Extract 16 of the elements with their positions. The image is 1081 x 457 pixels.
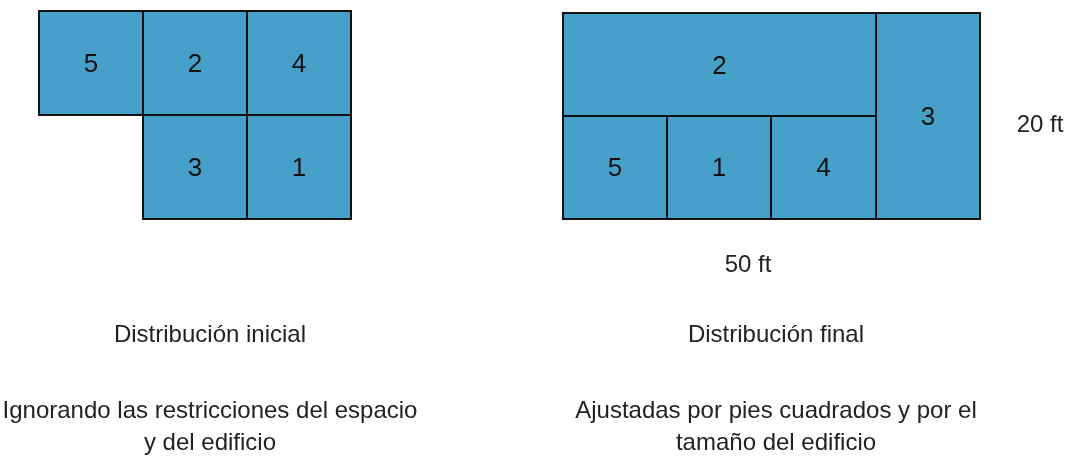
layout-description: Ignorando las restricciones del espacio y del edificio <box>1 395 419 457</box>
layout-caption: Distribución final <box>686 319 866 349</box>
layout-description: Ajustadas por pies cuadrados y por el tamaño del edificio <box>574 395 978 457</box>
layout-caption: Distribución inicial <box>112 319 308 349</box>
dimension-label: 50 ft <box>723 249 773 279</box>
room-block: 1 <box>666 115 772 220</box>
dimension-label: 20 ft <box>1015 109 1065 139</box>
room-block: 5 <box>562 115 668 220</box>
room-block: 2 <box>142 10 248 116</box>
room-block: 2 <box>562 12 877 118</box>
room-block: 5 <box>38 10 144 116</box>
room-block: 4 <box>770 115 877 220</box>
room-block: 3 <box>875 12 981 220</box>
room-block: 3 <box>142 114 248 220</box>
room-block: 4 <box>246 10 352 116</box>
room-block: 1 <box>246 114 352 220</box>
